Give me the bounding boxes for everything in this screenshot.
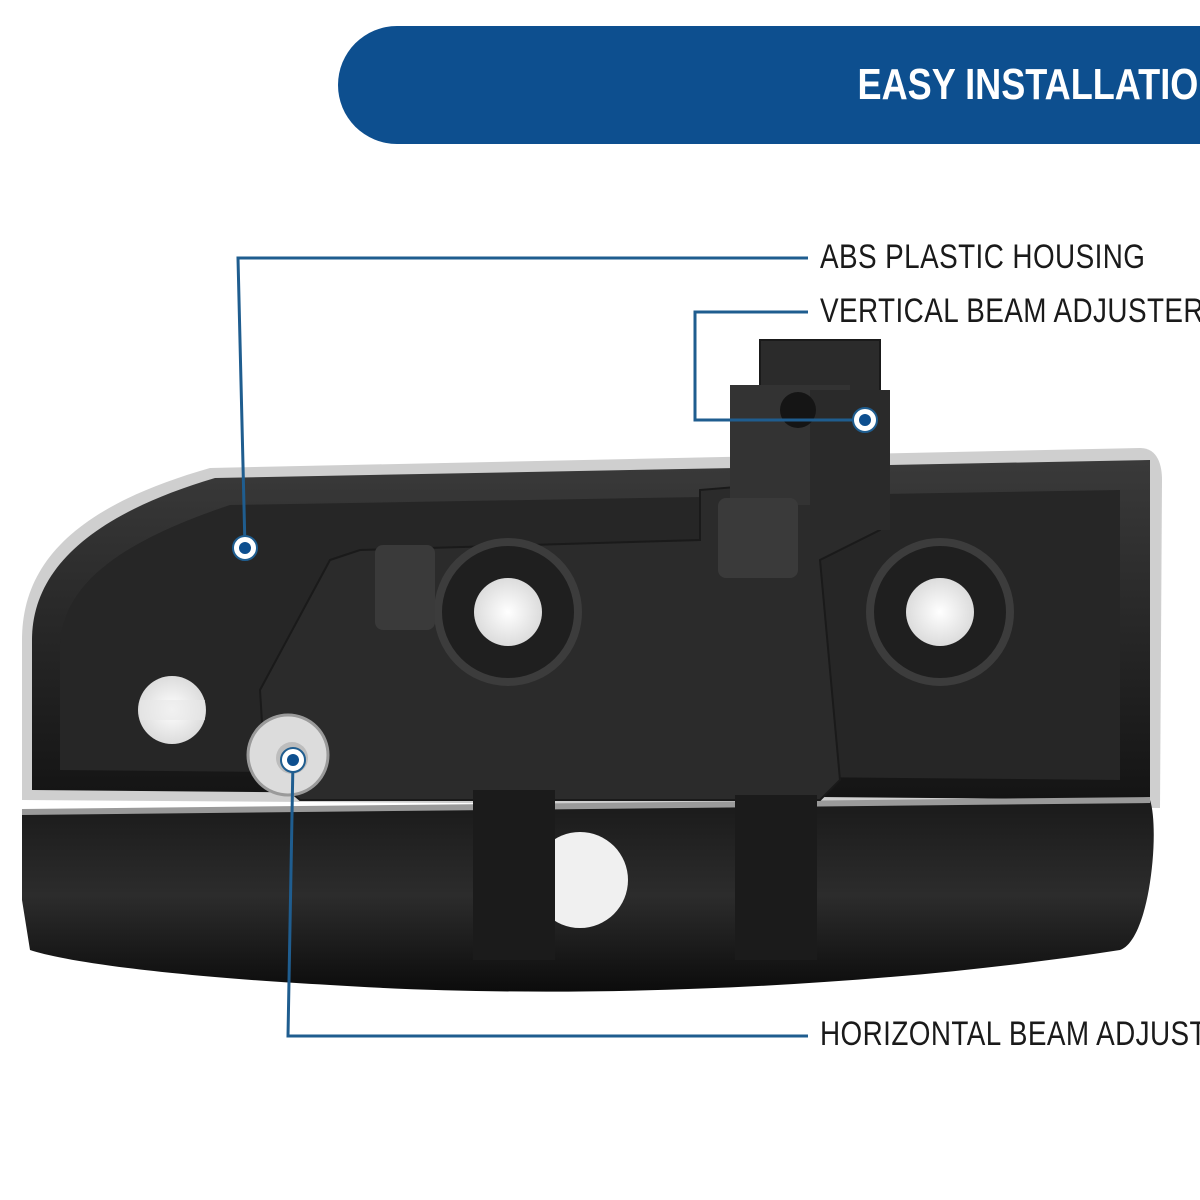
callout-vertical-beam-adjuster: VERTICAL BEAM ADJUSTER — [820, 292, 1200, 330]
title-banner: EASY INSTALLATION — [338, 26, 1200, 144]
leader-line-horizontal — [286, 759, 808, 1038]
leader-line-housing — [236, 256, 808, 549]
callout-horizontal-beam-adjuster: HORIZONTAL BEAM ADJUSTER — [820, 1015, 1200, 1053]
mounting-strap-left — [473, 790, 555, 960]
mounting-strap-right — [735, 795, 817, 960]
callout-markers — [232, 407, 878, 773]
callout-abs-plastic-housing: ABS PLASTIC HOUSING — [820, 238, 1146, 276]
banner-title: EASY INSTALLATION — [857, 60, 1200, 109]
leader-line-vertical — [693, 310, 865, 422]
